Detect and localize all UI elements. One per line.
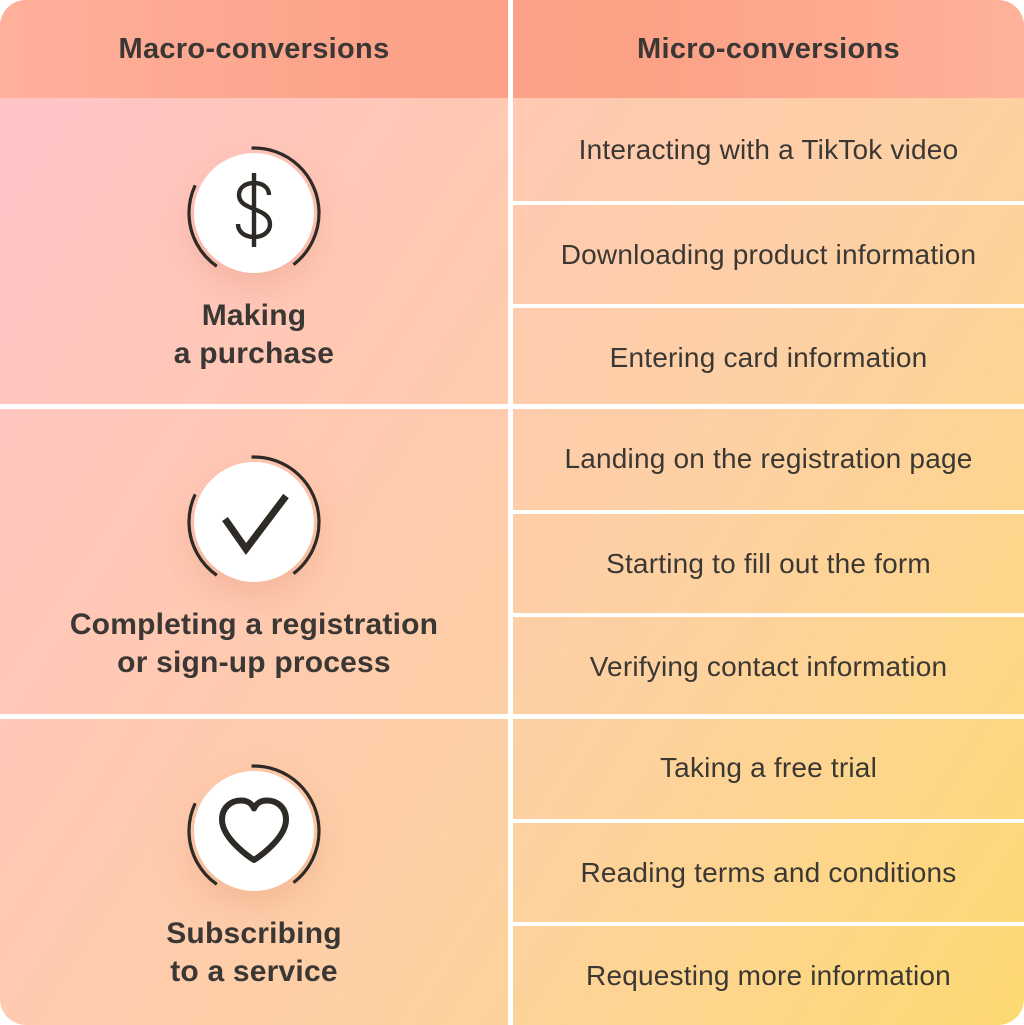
micro-conversions-header: Micro-conversions	[637, 32, 900, 65]
heart-icon	[184, 761, 324, 901]
micro-row: Entering card information	[513, 304, 1024, 407]
column-divider	[508, 0, 513, 1025]
micro-row: Verifying contact information	[513, 613, 1024, 716]
macro-label-subscribe: Subscribing to a service	[166, 915, 342, 991]
macro-label-line: a purchase	[173, 336, 335, 370]
macro-conversions-header: Macro-conversions	[118, 32, 390, 65]
check-icon	[184, 452, 324, 592]
macro-row-purchase: Making a purchase	[0, 98, 508, 407]
macro-label-line: Subscribing	[166, 916, 342, 950]
micro-row: Landing on the registration page	[564, 442, 973, 474]
micro-row: Reading terms and conditions	[513, 819, 1024, 922]
macro-label-line: Completing a registration	[69, 607, 439, 641]
macro-label-line: Making	[201, 298, 307, 332]
micro-row: Downloading product information	[513, 201, 1024, 304]
dollar-icon	[184, 143, 324, 283]
macro-label-purchase: Making a purchase	[174, 297, 334, 373]
micro-row: Starting to fill out the form	[513, 510, 1024, 613]
macro-row-registration: Completing a registration or sign-up pro…	[0, 407, 508, 716]
micro-row: Taking a free trial	[659, 751, 877, 783]
macro-row-subscribe: Subscribing to a service	[0, 716, 508, 1025]
macro-label-line: to a service	[170, 954, 338, 988]
micro-row: Interacting with a TikTok video	[578, 133, 959, 165]
micro-row: Requesting more information	[513, 922, 1024, 1025]
macro-label-registration: Completing a registration or sign-up pro…	[70, 606, 438, 682]
macro-label-line: or sign-up process	[117, 645, 391, 679]
